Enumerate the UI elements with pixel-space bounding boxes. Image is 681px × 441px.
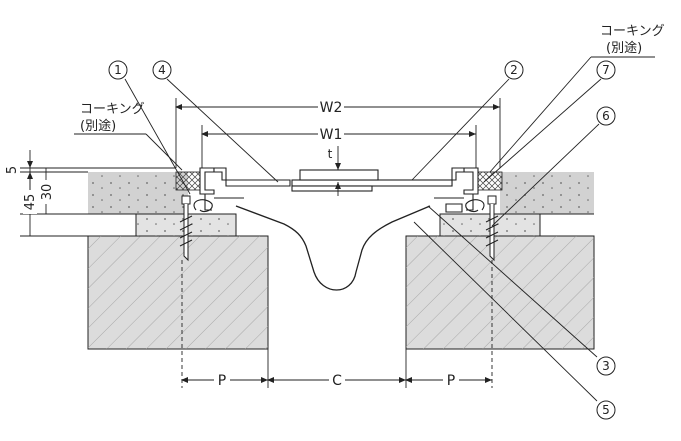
callout-2-number: 2 (510, 63, 518, 77)
cover-plate (291, 169, 453, 192)
caulking-right-label: コーキング (600, 24, 665, 39)
callout-5-number: 5 (602, 403, 610, 417)
left-anchor (179, 195, 193, 262)
callout-6-number: 6 (602, 109, 610, 123)
callout-3-number: 3 (602, 359, 610, 373)
callout-3: 3 (596, 356, 616, 376)
right-frame (434, 167, 485, 213)
left-frame (193, 167, 291, 213)
right-anchor (485, 195, 499, 262)
w1-label: W1 (320, 127, 343, 143)
rubber-seal (235, 205, 431, 291)
caulking-right-note: (別途) (606, 40, 642, 56)
p-left-label: P (218, 373, 226, 389)
callout-1: 1 (108, 60, 128, 80)
p-right-label: P (447, 373, 455, 389)
left-slab (87, 235, 269, 350)
dim-30-label: 30 (40, 184, 55, 201)
right-caulking (477, 171, 503, 191)
dim-5-label: 5 (5, 166, 20, 174)
caulking-left-label: コーキング (80, 102, 145, 117)
callout-4-number: 4 (158, 63, 166, 77)
dim-45-label: 45 (23, 194, 38, 211)
w2-label: W2 (320, 100, 343, 116)
c-label: C (332, 373, 342, 389)
callout-4: 4 (152, 60, 172, 80)
right-slab (405, 235, 595, 350)
callout-6: 6 (596, 106, 616, 126)
left-floor-finish (88, 172, 188, 215)
caulking-left-note: (別途) (80, 118, 116, 134)
t-label: t (328, 147, 333, 161)
callout-5: 5 (596, 400, 616, 420)
leader-lines (74, 56, 655, 402)
callout-7: 7 (596, 60, 616, 80)
callout-1-number: 1 (114, 63, 122, 77)
callout-2: 2 (504, 60, 524, 80)
right-floor-finish (500, 172, 594, 215)
callout-7-number: 7 (602, 63, 610, 77)
